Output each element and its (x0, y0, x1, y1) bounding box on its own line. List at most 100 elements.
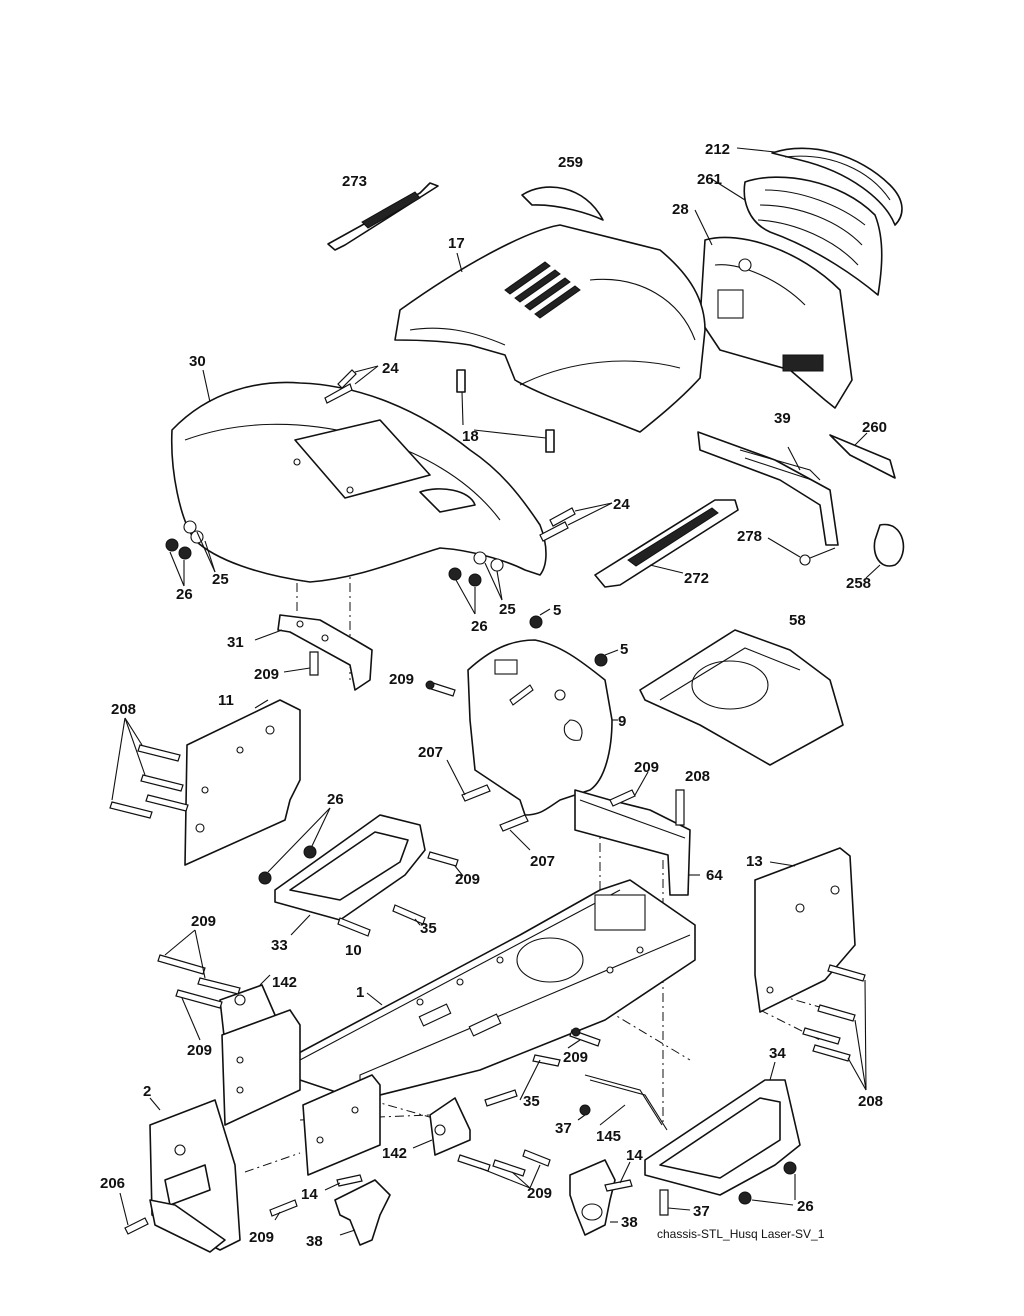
callout-207-lower: 207 (530, 853, 555, 870)
part-209-bolt-9 (425, 680, 456, 697)
callout-209-center: 209 (563, 1049, 588, 1066)
callout-5-right: 5 (620, 641, 628, 658)
part-273-grille-strip (327, 182, 439, 251)
part-5-grommets (529, 608, 619, 667)
part-25-26-hardware-right (448, 551, 504, 615)
part-24-bolts-upper (324, 365, 379, 404)
label-leaders (202, 147, 868, 471)
callout-26-left: 26 (176, 586, 193, 603)
callout-38-right: 38 (621, 1214, 638, 1231)
callout-272: 272 (684, 570, 709, 587)
callout-30: 30 (189, 353, 206, 370)
part-37-fasteners (577, 1104, 691, 1216)
part-259-cap (521, 186, 604, 221)
part-212-hood-trim (771, 147, 903, 226)
callout-58: 58 (789, 612, 806, 629)
callout-209-lower-left: 209 (249, 1229, 274, 1246)
part-30-fender (170, 381, 547, 583)
part-208-bolts-left (109, 717, 189, 819)
callout-26-lower-right: 26 (797, 1198, 814, 1215)
callout-26-33: 26 (327, 791, 344, 808)
part-38-hitch-bracket-right (569, 1159, 633, 1236)
part-frame-rear-plate-left (221, 1009, 301, 1126)
callout-9: 9 (618, 713, 626, 730)
callout-142-upper: 142 (272, 974, 297, 991)
callout-10: 10 (345, 942, 362, 959)
part-209-bolt-33 (427, 851, 464, 877)
part-26-nuts-33 (258, 807, 331, 885)
part-31-bracket (254, 614, 373, 691)
callout-33: 33 (271, 937, 288, 954)
part-272-front-grille (594, 499, 739, 588)
part-58-mat (639, 629, 844, 766)
part-35-bolt-lower (484, 1054, 561, 1107)
callout-24-upper: 24 (382, 360, 399, 377)
part-206-bolt (119, 1192, 149, 1235)
callout-208-left: 208 (111, 701, 136, 718)
callout-209-left-lower: 209 (187, 1042, 212, 1059)
part-64-mount-box (574, 789, 700, 896)
callout-25-right: 25 (499, 601, 516, 618)
callout-38-left: 38 (306, 1233, 323, 1250)
part-207-bolts (446, 759, 531, 851)
part-18-pads (456, 369, 555, 453)
callout-11: 11 (218, 692, 234, 709)
callout-18: 18 (462, 428, 479, 445)
part-38-hitch-bracket-left (324, 1174, 391, 1246)
callout-64: 64 (706, 867, 723, 884)
callout-14-right: 14 (626, 1147, 643, 1164)
callout-35-lower: 35 (523, 1093, 540, 1110)
part-frame-rear-plate-right (302, 1074, 381, 1176)
part-28-front-housing (699, 236, 853, 409)
callout-209-33: 209 (455, 871, 480, 888)
part-209-bolts-center (567, 1027, 601, 1049)
callout-142-lower: 142 (382, 1145, 407, 1162)
part-24-bolts-lower (539, 502, 613, 542)
callout-labels: 212 259 273 261 28 17 30 24 18 39 260 24… (100, 141, 887, 1250)
callout-24-lower: 24 (613, 496, 630, 513)
part-35-10-bolts (337, 904, 426, 937)
callout-261: 261 (697, 171, 722, 188)
part-261-front-grille (743, 176, 883, 296)
callout-37-lower: 37 (693, 1203, 710, 1220)
callout-209-142: 209 (191, 913, 216, 930)
callout-5-left: 5 (553, 602, 561, 619)
callout-31: 31 (227, 634, 244, 651)
callout-259: 259 (558, 154, 583, 171)
callout-2: 2 (143, 1083, 151, 1100)
callout-35-upper: 35 (420, 920, 437, 937)
part-209-bolt-64 (609, 771, 649, 807)
part-2-rear-panel (149, 1097, 241, 1253)
part-25-26-hardware-left (165, 520, 216, 587)
callout-37-upper: 37 (555, 1120, 572, 1137)
callout-209-31: 209 (254, 666, 279, 683)
callout-258: 258 (846, 575, 871, 592)
callout-17: 17 (448, 235, 465, 252)
part-209-bolts-142 (157, 929, 241, 1041)
callout-207-upper: 207 (418, 744, 443, 761)
part-209-bolt-31 (283, 651, 319, 676)
callout-28: 28 (672, 201, 689, 218)
part-278-screw (767, 537, 836, 566)
diagram-caption: chassis-STL_Husq Laser-SV_1 (657, 1227, 825, 1241)
part-209-bolts-bottom-center (457, 1149, 551, 1189)
callout-25-left: 25 (212, 571, 229, 588)
callout-278: 278 (737, 528, 762, 545)
part-9-dash-panel (467, 639, 618, 816)
callout-273: 273 (342, 173, 367, 190)
callout-1: 1 (356, 984, 364, 1001)
part-260-trim (829, 434, 896, 479)
part-208-bolts-right (802, 964, 867, 1091)
callout-208-64: 208 (685, 768, 710, 785)
callout-206: 206 (100, 1175, 125, 1192)
part-26-nuts-lower-right (738, 1161, 797, 1206)
callout-26-right: 26 (471, 618, 488, 635)
callout-34: 34 (769, 1045, 786, 1062)
part-39-support-bracket (697, 431, 839, 546)
part-33-footrest-left (274, 814, 426, 936)
callout-39: 39 (774, 410, 791, 427)
callout-209-9: 209 (389, 671, 414, 688)
callout-260: 260 (862, 419, 887, 436)
